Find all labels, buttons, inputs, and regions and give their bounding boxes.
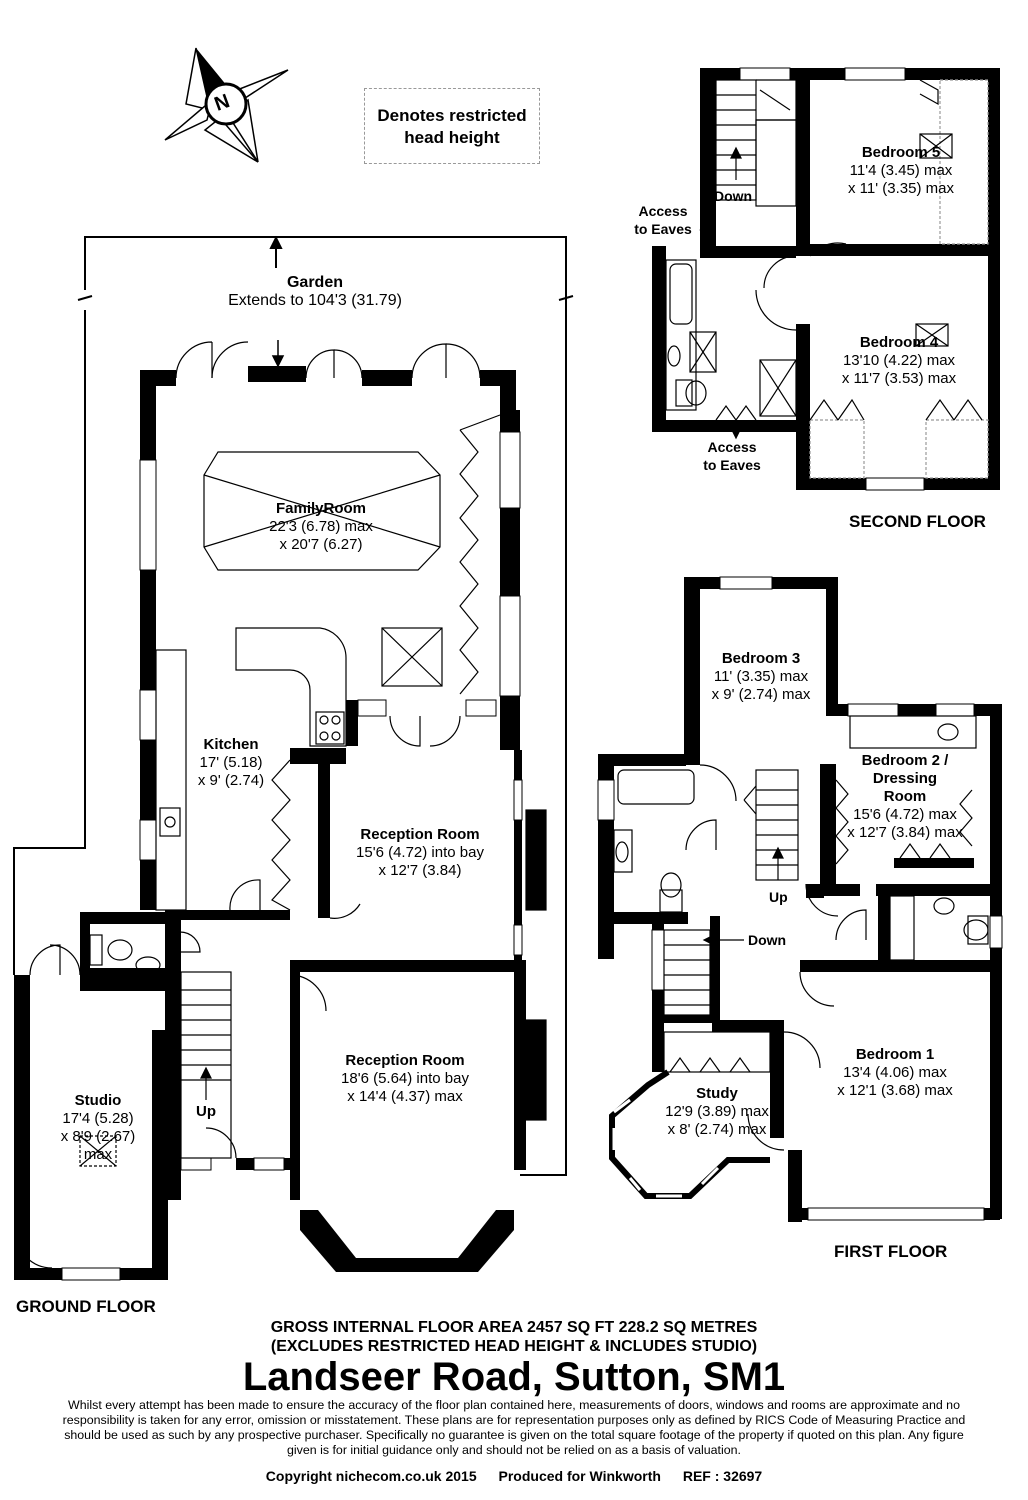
reception-room-2-dim2: x 14'4 (4.37) max [347,1088,463,1105]
first-floor-title: FIRST FLOOR [834,1242,948,1261]
bedroom-2-dim1: 15'6 (4.72) max [853,806,957,823]
bedroom-3-name: Bedroom 3 [721,650,801,667]
garden-boundary [13,235,574,1176]
studio-dim2: x 8'9 (2.67) [60,1128,136,1145]
legend-line-1: Denotes restricted [377,106,527,125]
reception-room-2-name: Reception Room [345,1052,465,1069]
compass-icon [164,47,289,163]
access-eaves-1: Access to Eaves [626,202,700,238]
disclaimer-text: Whilst every attempt has been made to en… [62,1398,966,1457]
bedroom-2-label: Bedroom 2 / Dressing Room 15'6 (4.72) ma… [830,752,980,842]
bedroom-5-name: Bedroom 5 [861,144,941,161]
reception-room-2-dim1: 18'6 (5.64) into bay [341,1070,469,1087]
bedroom-2-dim2: x 12'7 (3.84) max [847,824,963,841]
copyright-text: Copyright nichecom.co.uk 2015 [265,1468,477,1484]
family-room-dim1: 22'3 (6.78) max [269,518,373,535]
access-eaves-2-line1: Access [707,439,757,455]
produced-for-text: Produced for Winkworth [498,1468,661,1484]
studio-dim3: max [83,1146,113,1163]
first-down-label: Down [748,932,787,948]
study-dim2: x 8' (2.74) max [667,1121,767,1138]
garden-dim: Extends to 104'3 (31.79) [228,292,402,309]
reception-room-1-label: Reception Room 15'6 (4.72) into bay x 12… [330,826,510,880]
first-floor-fittings [613,715,989,1151]
kitchen-name: Kitchen [203,736,259,753]
bedroom-3-dim2: x 9' (2.74) max [711,686,811,703]
bedroom-5-dim2: x 11' (3.35) max [848,180,954,197]
studio-name: Studio [74,1092,122,1109]
studio-dim1: 17'4 (5.28) [62,1110,134,1127]
bedroom-4-label: Bedroom 4 13'10 (4.22) max x 11'7 (3.53)… [814,334,984,388]
bedroom-3-dim1: 11' (3.35) max [713,668,809,685]
access-eaves-1-line2: to Eaves [634,221,692,237]
reference-text: REF : 32697 [682,1468,763,1484]
bedroom-1-dim1: 13'4 (4.06) max [843,1064,947,1081]
ground-floor-doors [15,341,501,1269]
property-address: Landseer Road, Sutton, SM1 [242,1355,786,1399]
legend-line-2: head height [404,128,500,147]
bedroom-2-name-2: Dressing [872,770,938,787]
study-label: Study 12'9 (3.89) max x 8' (2.74) max [654,1085,780,1139]
study-dim1: 12'9 (3.89) max [665,1103,769,1120]
ground-up-label: Up [196,1103,216,1120]
second-floor-walls [652,68,1000,490]
ground-floor-title: GROUND FLOOR [16,1297,156,1316]
access-eaves-1-line1: Access [638,203,688,219]
garden-name: Garden [286,274,343,291]
reception-room-1-name: Reception Room [360,826,480,843]
family-room-name: FamilyRoom [275,500,366,517]
second-floor-title: SECOND FLOOR [849,512,986,531]
gross-area-line-1: GROSS INTERNAL FLOOR AREA 2457 SQ FT 228… [270,1319,758,1336]
bedroom-2-name-1: Bedroom 2 / [861,752,949,769]
restricted-head-height-legend: Denotes restricted head height [364,88,540,164]
first-up-label: Up [769,889,788,905]
garden-label: Garden Extends to 104'3 (31.79) [190,274,440,310]
bedroom-4-dim1: 13'10 (4.22) max [842,352,956,369]
bedroom-4-name: Bedroom 4 [859,334,939,351]
bedroom-3-label: Bedroom 3 11' (3.35) max x 9' (2.74) max [694,650,828,704]
second-down-label: Down [714,188,753,204]
family-room-label: FamilyRoom 22'3 (6.78) max x 20'7 (6.27) [226,500,416,554]
study-name: Study [696,1085,738,1102]
bedroom-4-dim2: x 11'7 (3.53) max [841,370,957,387]
bedroom-5-dim1: 11'4 (3.45) max [849,162,953,179]
reception-room-1-dim2: x 12'7 (3.84) [378,862,462,879]
bedroom-1-label: Bedroom 1 13'4 (4.06) max x 12'1 (3.68) … [820,1046,970,1100]
kitchen-dim1: 17' (5.18) [199,754,263,771]
access-eaves-2: Access to Eaves [694,438,770,474]
gross-area-line-2: (EXCLUDES RESTRICTED HEAD HEIGHT & INCLU… [270,1338,758,1355]
bedroom-5-label: Bedroom 5 11'4 (3.45) max x 11' (3.35) m… [826,144,976,198]
bedroom-1-name: Bedroom 1 [855,1046,935,1063]
study-bay [609,1069,770,1199]
bedroom-1-dim2: x 12'1 (3.68) max [837,1082,953,1099]
second-floor-fittings [665,79,989,479]
reception-room-2-label: Reception Room 18'6 (5.64) into bay x 14… [312,1052,498,1106]
reception-room-1-dim1: 15'6 (4.72) into bay [356,844,484,861]
bedroom-2-name-3: Room [883,788,927,805]
kitchen-fittings [79,451,443,1167]
access-eaves-2-line2: to Eaves [703,457,761,473]
family-room-dim2: x 20'7 (6.27) [279,536,363,553]
footer: Copyright nichecom.co.uk 2015 Produced f… [0,1468,1028,1484]
kitchen-label: Kitchen 17' (5.18) x 9' (2.74) [186,736,276,790]
studio-label: Studio 17'4 (5.28) x 8'9 (2.67) max [46,1092,150,1164]
kitchen-dim2: x 9' (2.74) [197,772,265,789]
gross-area-summary: GROSS INTERNAL FLOOR AREA 2457 SQ FT 228… [0,1318,1028,1356]
